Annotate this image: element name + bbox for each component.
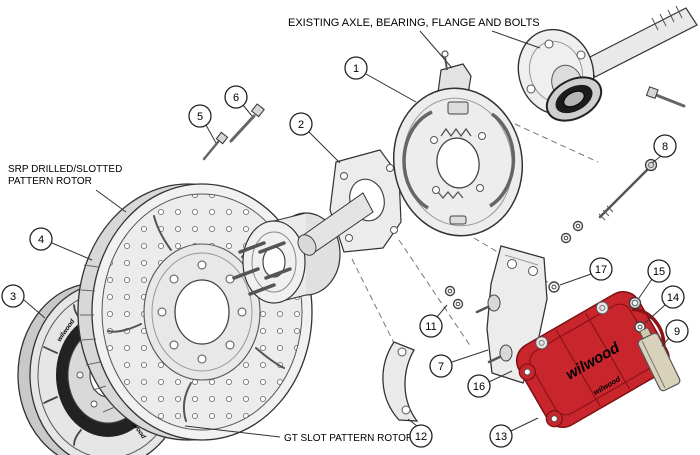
- brake-pad-body: [637, 332, 681, 392]
- callout-3: 3: [1, 284, 25, 308]
- gt-rotor-label: GT SLOT PATTERN ROTOR: [284, 433, 413, 444]
- callout-12-number: 12: [415, 431, 427, 443]
- callout-6: 6: [224, 85, 248, 109]
- axle-flange-assembly: [517, 5, 698, 122]
- parking-brake-bracket: [382, 341, 419, 422]
- callout-13: 13: [489, 424, 513, 448]
- brake-pad: [637, 327, 681, 392]
- caliper-body: [515, 291, 670, 428]
- callout-8-number: 8: [662, 141, 668, 153]
- washer-17: [548, 281, 560, 293]
- callout-13-number: 13: [495, 431, 507, 443]
- callout-8: 8: [653, 134, 677, 158]
- bolt-5: [202, 131, 229, 161]
- flange-bolt: [645, 86, 686, 108]
- callout-3-number: 3: [10, 291, 16, 303]
- axle-assembly-label: EXISTING AXLE, BEARING, FLANGE AND BOLTS: [288, 17, 540, 29]
- callout-17: 17: [589, 257, 613, 281]
- callout-15: 15: [647, 259, 671, 283]
- washers-8: [560, 220, 584, 244]
- caliper: wilwood wilwood: [515, 291, 670, 428]
- callout-2: 2: [289, 112, 313, 136]
- backing-plate-assembly: [392, 50, 524, 237]
- bolt-8: [598, 158, 658, 221]
- callout-11-number: 11: [425, 321, 436, 333]
- nut-15: [628, 296, 642, 310]
- callout-12: 12: [409, 424, 433, 448]
- callout-5-number: 5: [197, 111, 203, 123]
- callout-16: 16: [467, 374, 491, 398]
- callout-4-number: 4: [38, 234, 44, 246]
- washers-11: [444, 285, 464, 310]
- callout-1: 1: [344, 56, 368, 80]
- srp-rotor-label-line1: SRP DRILLED/SLOTTED: [8, 164, 122, 175]
- callout-2-number: 2: [298, 119, 304, 131]
- callout-1-number: 1: [353, 63, 359, 75]
- bolt-6: [229, 103, 265, 143]
- callout-15-number: 15: [653, 266, 665, 278]
- callout-6-number: 6: [233, 92, 239, 104]
- callout-11: 11: [419, 314, 443, 338]
- callout-9: 9: [665, 319, 689, 343]
- callout-16-number: 16: [473, 381, 485, 393]
- callout-14: 14: [661, 285, 685, 309]
- axle-stub-shaft: [297, 192, 374, 256]
- callout-7-number: 7: [438, 361, 444, 373]
- callout-9-number: 9: [674, 326, 680, 338]
- callout-7: 7: [429, 354, 453, 378]
- callout-14-number: 14: [667, 292, 679, 304]
- callout-5: 5: [188, 104, 212, 128]
- srp-rotor-label-line2: PATTERN ROTOR: [8, 176, 92, 187]
- callouts: 1 2 3 4 5 6 7 8: [1, 56, 689, 448]
- leader-lines: [23, 30, 670, 438]
- callout-17-number: 17: [595, 264, 607, 276]
- callout-4: 4: [29, 227, 53, 251]
